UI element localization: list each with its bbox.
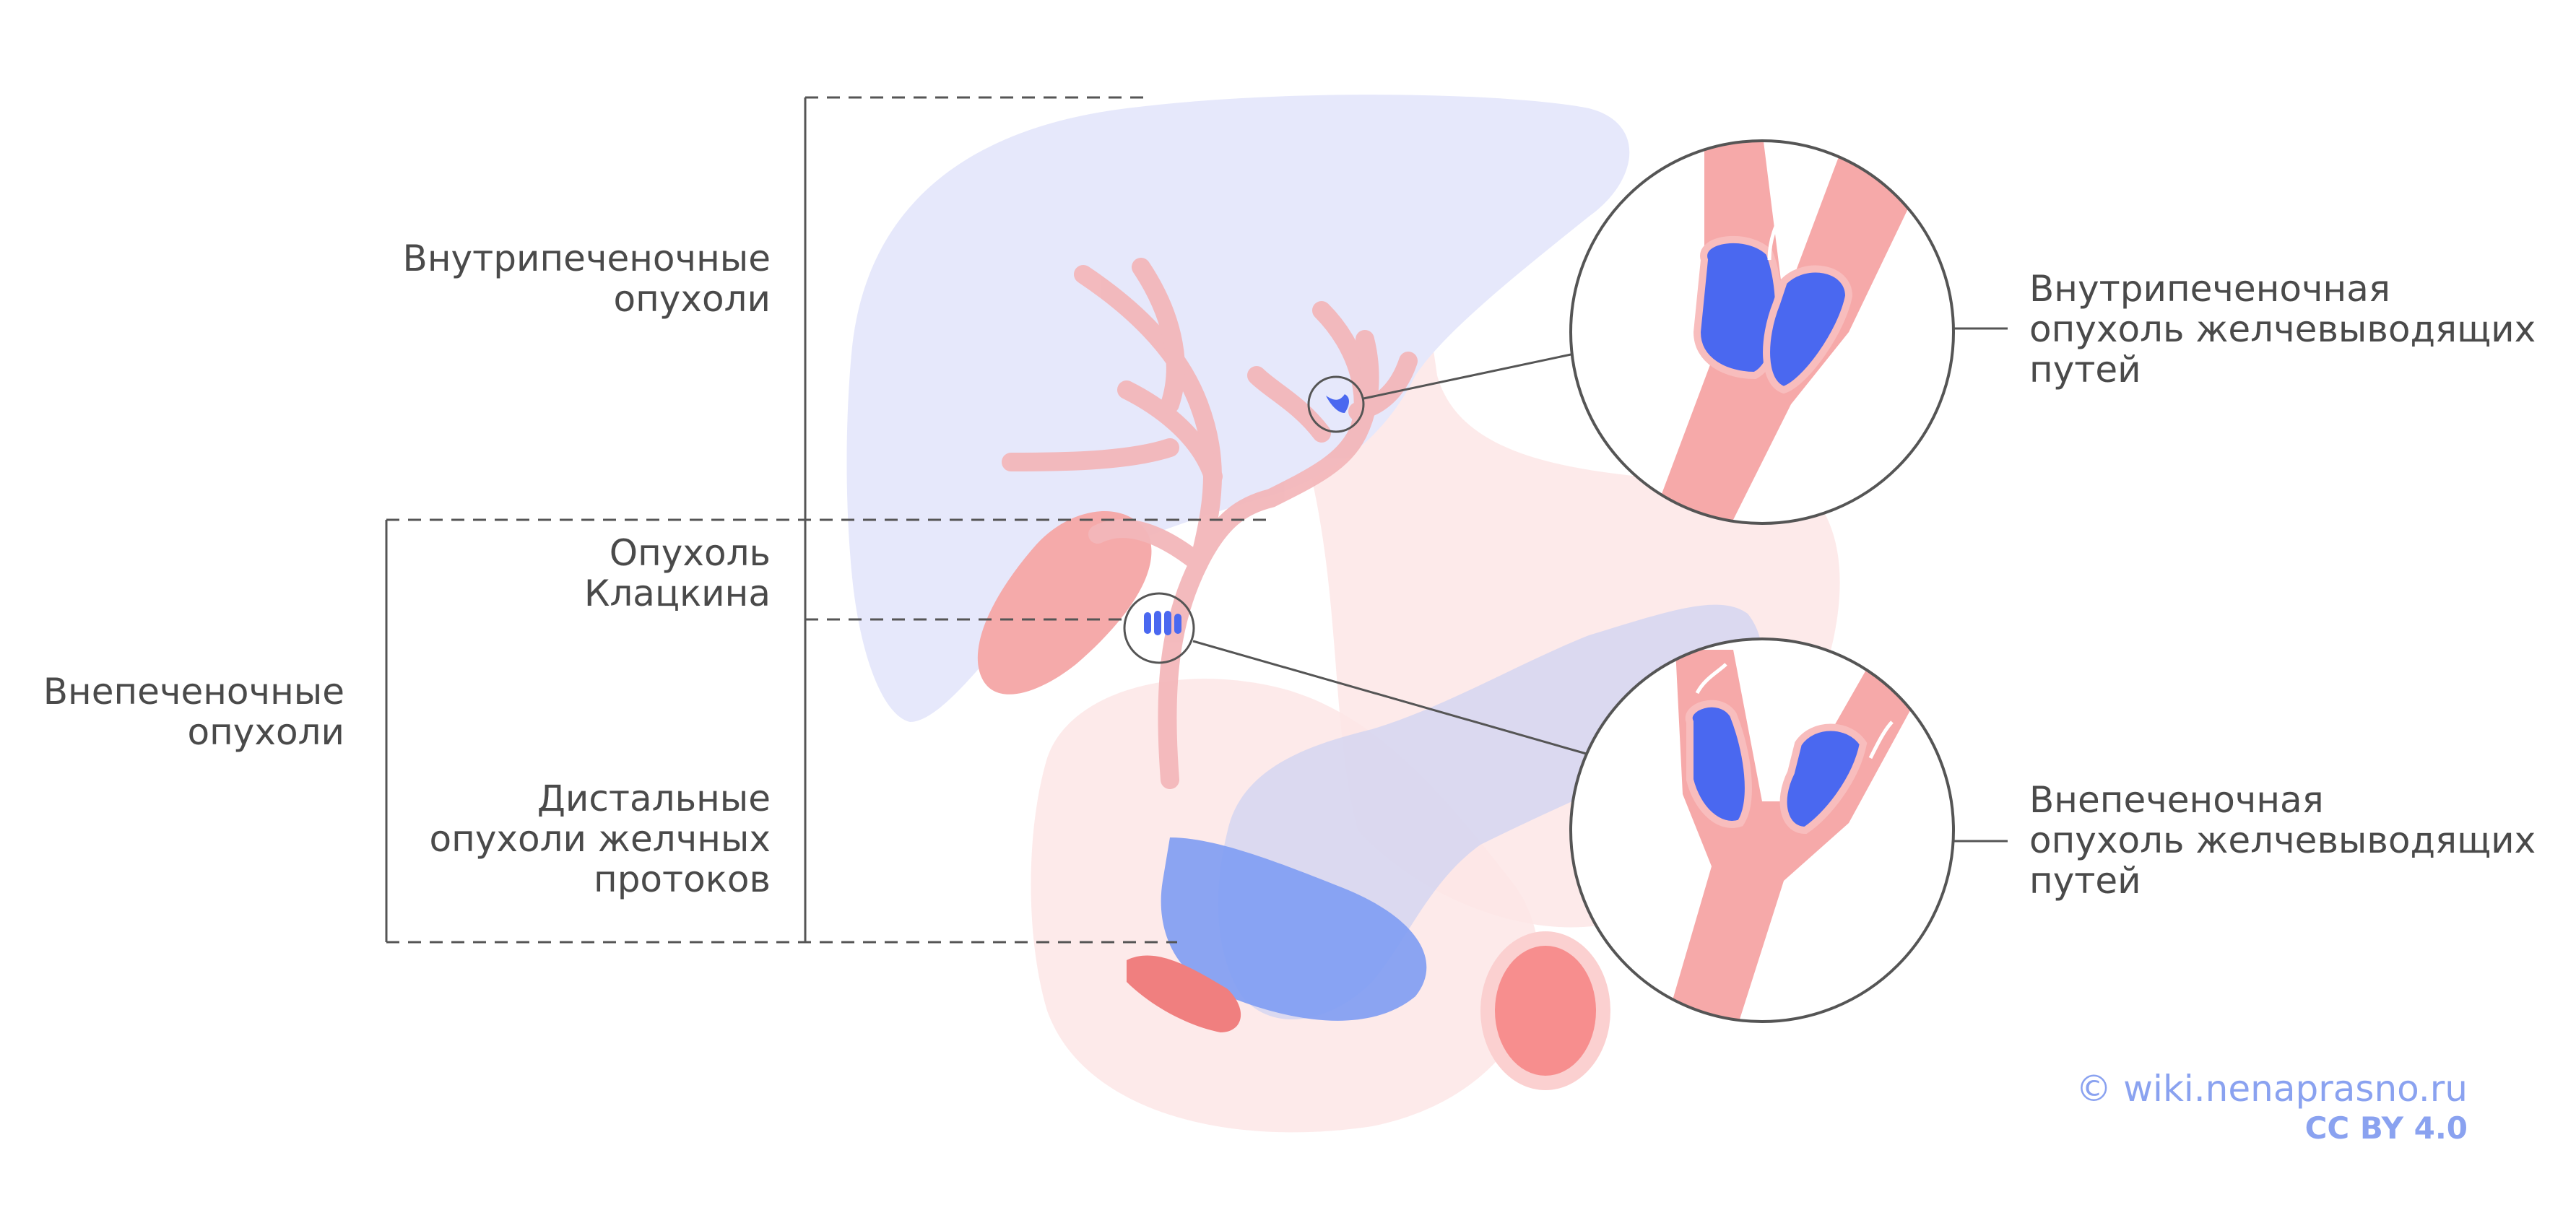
label-line: Внепеченочные [43,671,344,713]
label-line: Внутрипеченочная [2029,268,2390,310]
kidney-inner [1495,946,1596,1076]
credit-site-link[interactable]: © wiki.nenaprasno.ru [2076,1068,2468,1110]
credit-license: CC BY 4.0 [2304,1110,2468,1146]
label-line: опухоль желчевыводящих [2029,308,2536,350]
intrahepatic-zoom-view [1569,139,1955,525]
label-line: Внепеченочная [2029,779,2324,821]
extrahepatic-zoom-view [1569,637,1955,1023]
label-line: протоков [594,858,771,900]
label-line: Опухоль [609,532,771,574]
label-line: Внутрипеченочные [402,238,771,279]
extrahepatic-marker-tumor [1144,611,1181,635]
label-line: опухоль желчевыводящих [2029,819,2536,861]
extrahepatic-leader [1192,640,1590,756]
label-line: опухоли [613,278,771,320]
extrahepatic-bile-duct-tumor-label: Внепеченочная опухоль желчевыводящих пут… [2029,780,2536,901]
intrahepatic-tumors-label: Внутрипеченочные опухоли [403,238,771,319]
intrahepatic-bile-duct-tumor-label: Внутрипеченочная опухоль желчевыводящих … [2029,269,2536,390]
extrahepatic-tumors-label: Внепеченочные опухоли [43,671,344,752]
label-line: Дистальные [537,778,771,819]
klatskin-tumor-label: Опухоль Клацкина [584,533,771,614]
intrahepatic-marker-tumor [1326,394,1349,413]
gallbladder-shape [977,510,1152,695]
extrahepatic-zoom-marker [1123,592,1195,664]
copyright-credit: © wiki.nenaprasno.ru CC BY 4.0 [2076,1067,2468,1146]
label-line: опухоли [187,711,344,753]
intrahepatic-leader [1363,352,1575,400]
label-line: путей [2029,860,2141,902]
label-line: опухоли желчных [429,818,771,860]
label-line: путей [2029,349,2141,391]
label-line: Клацкина [584,573,771,614]
distal-duct-tumors-label: Дистальные опухоли желчных протоков [430,778,771,900]
dashed-guides [386,96,1271,944]
duodenum-blue-section [1161,837,1427,1021]
intrahepatic-zoom-marker [1307,375,1365,433]
intestine-end [1127,955,1241,1032]
